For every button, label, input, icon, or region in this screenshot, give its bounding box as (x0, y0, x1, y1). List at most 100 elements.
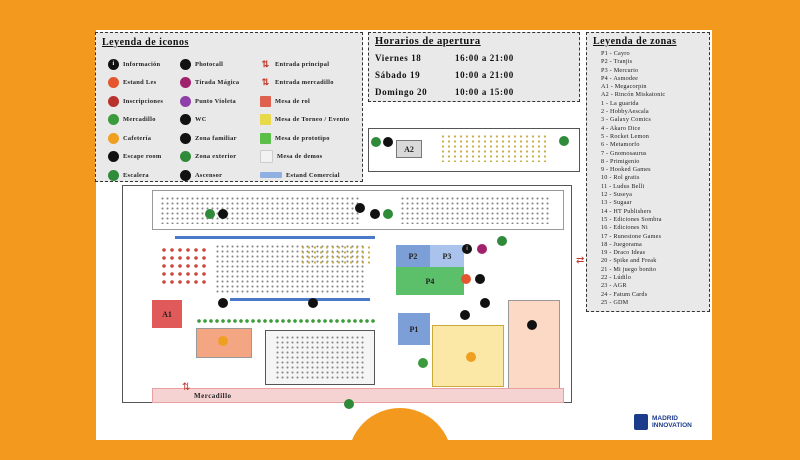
elevator-icon (475, 274, 485, 284)
opening-hours-title: Horarios de apertura (375, 36, 481, 47)
legend-item-tournament: Mesa de Torneo / Evento (260, 111, 349, 130)
zone-p3: P3 (430, 245, 464, 267)
market-entrance-icon: ⇅ (182, 382, 191, 393)
magic-roll-icon (477, 244, 487, 254)
wc-icon (355, 203, 365, 213)
elevator-icon (180, 169, 191, 181)
les-stand-icon (108, 77, 119, 89)
zone-item: P3 - Mercurio (601, 66, 639, 74)
zone-item: 16 - Ediciones Ni (601, 224, 648, 232)
les-stand-icon (461, 274, 471, 284)
registration-icon (108, 95, 119, 107)
elevator-icon (218, 209, 228, 219)
market-entrance-icon: ⇅ (261, 77, 270, 88)
outdoor-zone-icon (344, 399, 354, 409)
elevator-icon (383, 137, 393, 147)
purple-point-icon (180, 95, 191, 107)
legend-item-prototype: Mesa de prototipo (260, 129, 349, 148)
commercial-stand-row (230, 298, 370, 301)
market-icon (418, 358, 428, 368)
zone-item: P4 - Asmodee (601, 74, 639, 82)
legend-item-main-entrance: ⇅Entrada principal (261, 58, 330, 69)
les-area (508, 300, 560, 400)
zone-item: 20 - Spike and Freak (601, 257, 657, 265)
zone-item: 5 - Rocket Lemon (601, 132, 650, 140)
zone-item: 9 - Hooked Games (601, 166, 651, 174)
legend-item-escape: Escape room (108, 148, 163, 167)
prototype-table-icon (260, 132, 271, 144)
zones-legend-title: Leyenda de zonas (593, 36, 677, 47)
main-entrance-icon: ⇅ (261, 58, 270, 69)
info-icon: i (462, 244, 472, 254)
wc-icon (180, 114, 191, 126)
central-room-seats (275, 335, 365, 380)
stairs-icon (559, 136, 569, 146)
tournament-tables (300, 245, 370, 265)
camera-icon (218, 298, 228, 308)
icon-legend-col2: Photocall Tirada Mágica Punto Violeta WC… (180, 55, 239, 185)
zone-item: A1 - Megacorpin (601, 83, 647, 91)
wc-icon (308, 298, 318, 308)
legend-item-photocall: Photocall (180, 55, 239, 74)
zone-item: 15 - Ediciones Sombra (601, 215, 662, 223)
legend-item-commercial: Estand Comercial (260, 166, 349, 185)
zone-item: 3 - Galaxy Comics (601, 116, 651, 124)
zone-item: 12 - Suseya (601, 191, 633, 199)
north-wing-tables-east (400, 196, 550, 224)
stairs-icon (371, 137, 381, 147)
stairs-icon (108, 169, 119, 181)
zone-item: 14 - HT Publishers (601, 207, 652, 215)
main-entrance-icon: ⇄ (576, 255, 585, 266)
zone-item: 21 - Mi juego bonito (601, 265, 657, 273)
stairs-icon (497, 236, 507, 246)
commercial-stand-row (175, 236, 375, 239)
legend-item-market: Mercadillo (108, 111, 163, 130)
zone-item: 10 - Rol gratis (601, 174, 640, 182)
legend-item-demo: Mesa de demos (260, 148, 349, 167)
zone-item: 13 - Sugaar (601, 199, 632, 207)
wc-icon (370, 209, 380, 219)
zone-item: 25 - GDM (601, 298, 629, 306)
legend-item-market-entrance: ⇅Entrada mercadillo (261, 77, 334, 88)
outdoor-zone-icon (180, 151, 191, 163)
wc-icon (460, 310, 470, 320)
madrid-crest-icon (634, 414, 648, 430)
legend-item-magic: Tirada Mágica (180, 74, 239, 93)
escape-room-icon (527, 320, 537, 330)
zone-a1: A1 (152, 300, 182, 328)
zone-item: 19 - Draco Ideas (601, 249, 646, 257)
stairs-icon (383, 209, 393, 219)
zone-item: 23 - AGR (601, 282, 627, 290)
zone-p2: P2 (396, 245, 430, 267)
planter-row (196, 318, 376, 325)
zone-item: 6 - Metamorfo (601, 141, 640, 149)
coffee-icon (466, 352, 476, 362)
zone-item: 1 - La guarida (601, 99, 639, 107)
market-icon (108, 114, 119, 126)
zone-item: P1 - Cayro (601, 50, 630, 57)
legend-item-registration: Inscripciones (108, 92, 163, 111)
zone-item: 11 - Ludus Belli (601, 182, 645, 190)
zone-item: 2 - HobbyAescala (601, 108, 649, 116)
info-icon: i (108, 58, 119, 70)
zone-a2: A2 (396, 140, 422, 158)
market-label: Mercadillo (194, 392, 232, 400)
upper-hall-tables (440, 134, 550, 162)
zone-p1: P1 (398, 313, 430, 345)
legend-item-family: Zona familiar (180, 129, 239, 148)
zone-item: 7 - Gnomosaurus (601, 149, 647, 157)
camera-icon (480, 298, 490, 308)
north-wing-tables (160, 196, 360, 224)
zone-item: 8 - Primigenio (601, 157, 640, 165)
magic-roll-icon (180, 77, 191, 89)
legend-item-les: Estand Les (108, 74, 163, 93)
zone-item: 4 - Akaro Dice (601, 124, 641, 132)
zone-item: 22 - Lúdilo (601, 274, 632, 282)
